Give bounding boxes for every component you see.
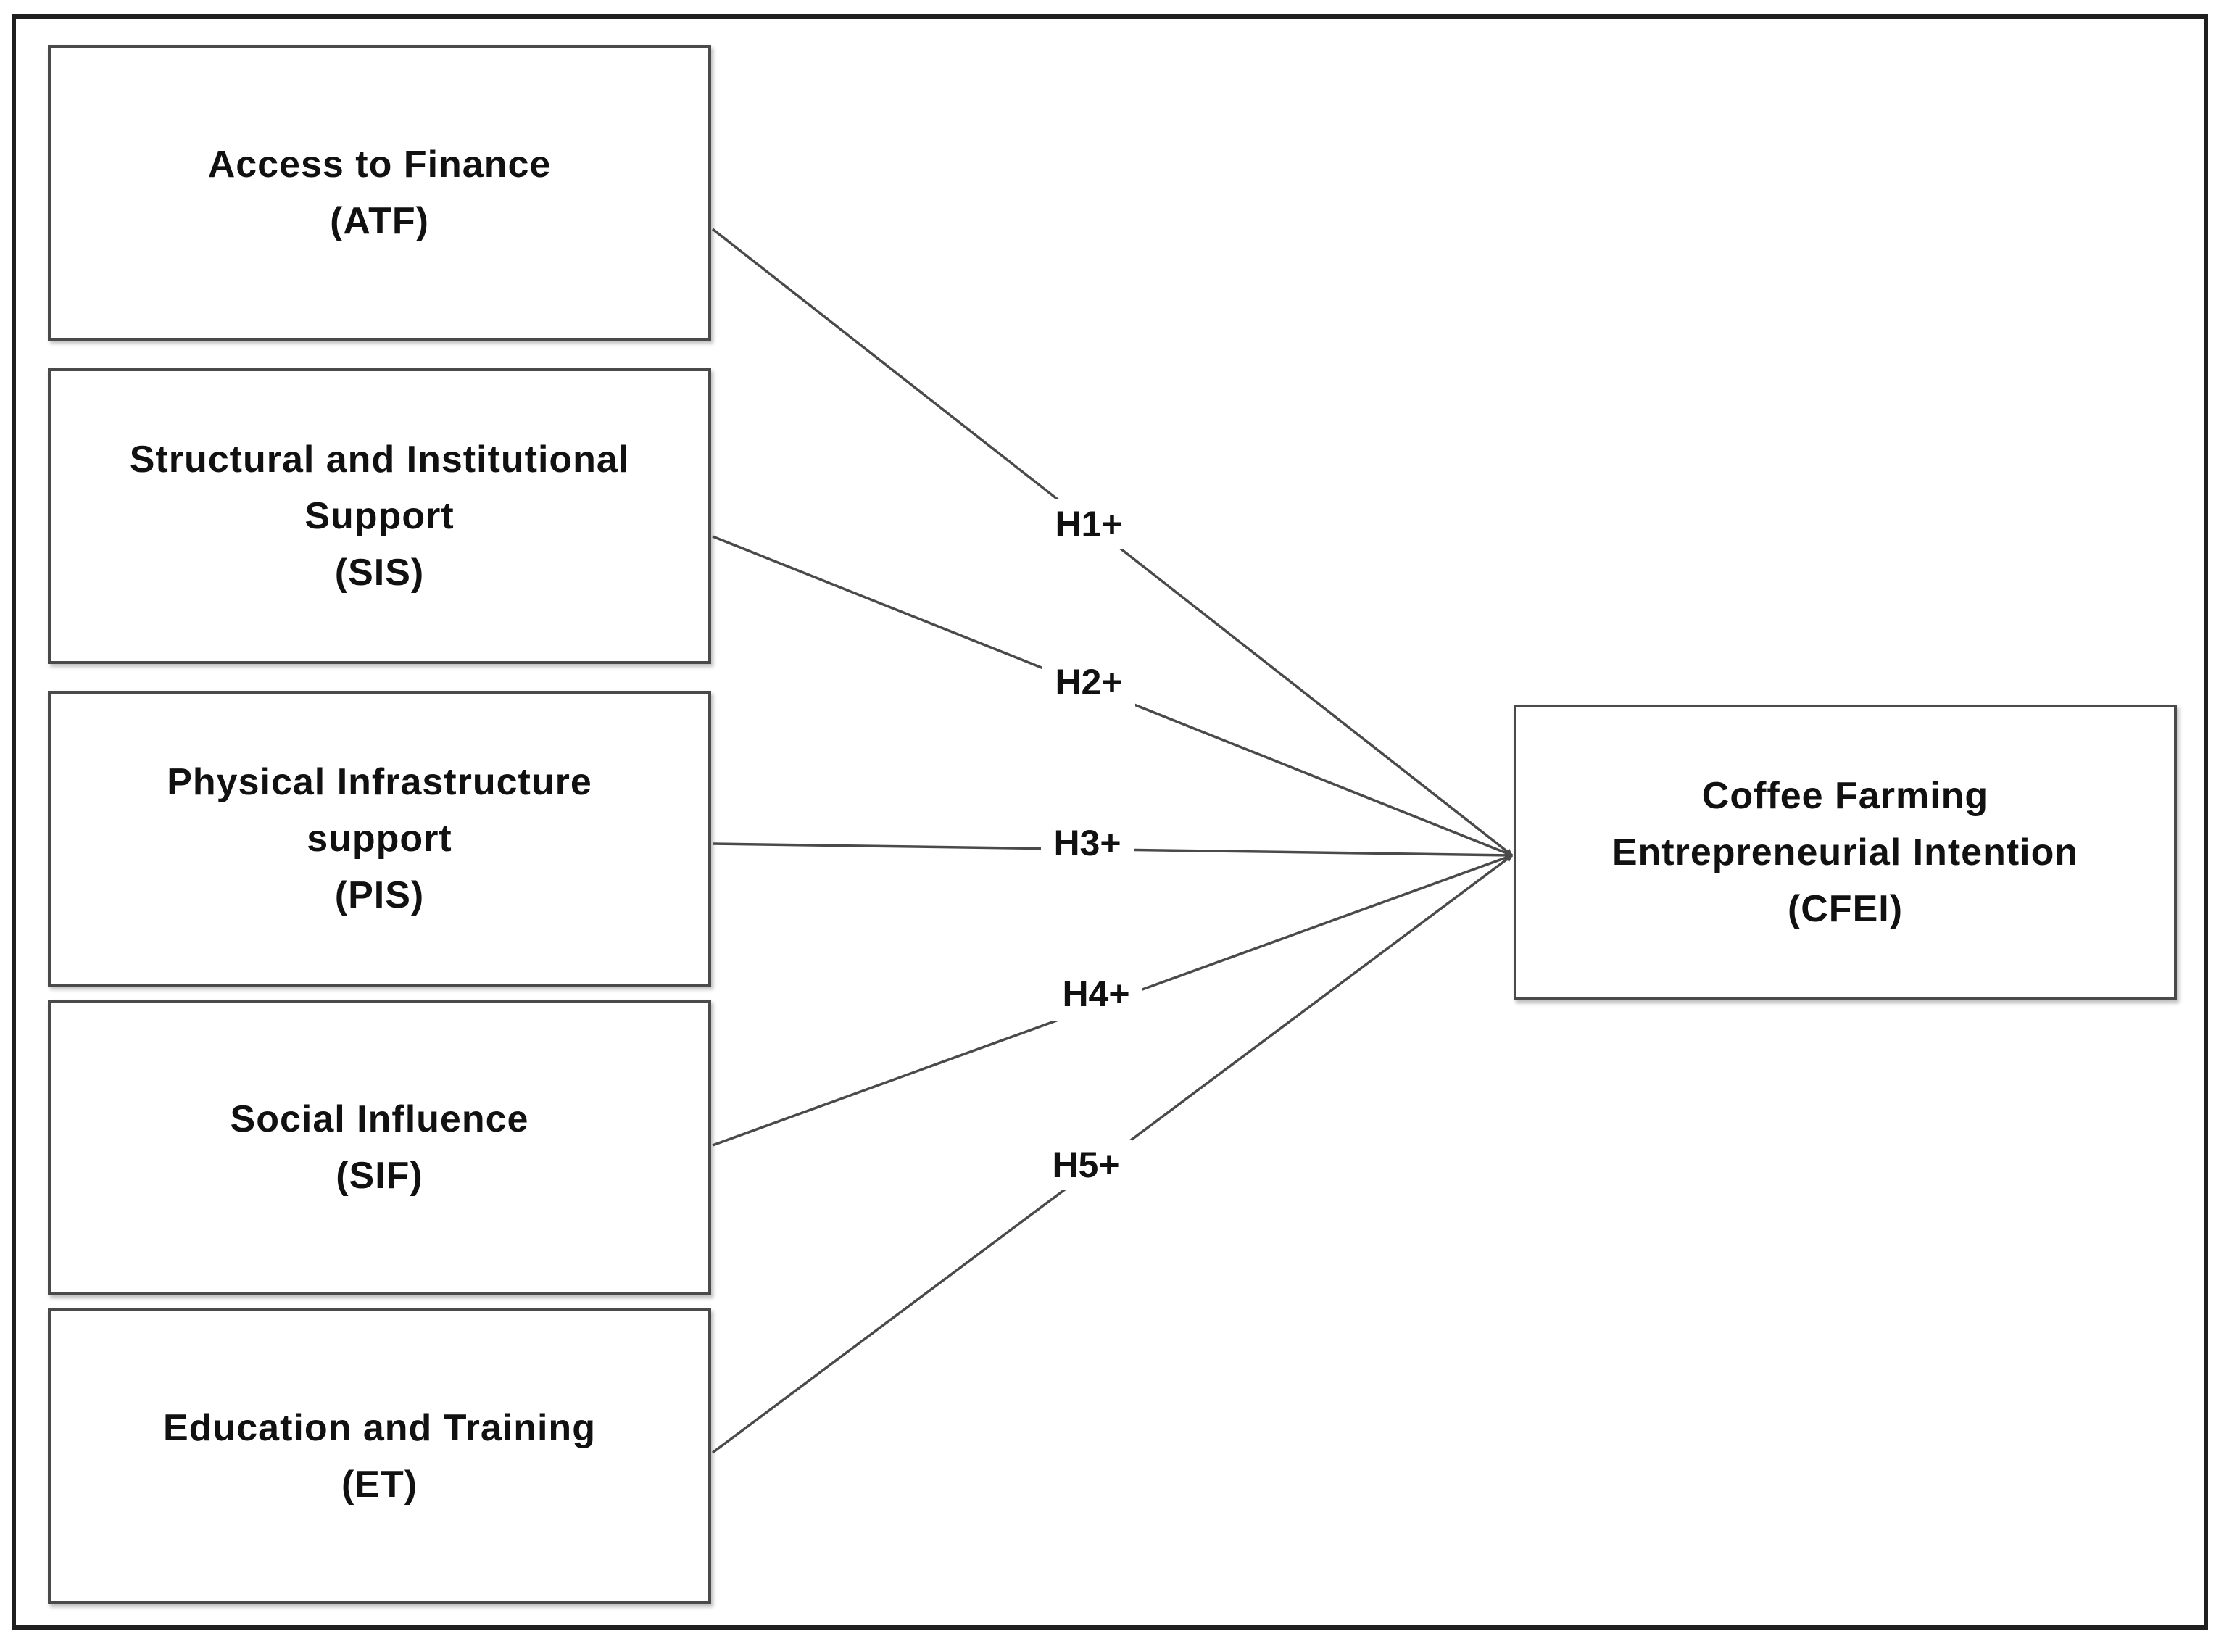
edge-h3: H3+ bbox=[712, 823, 1513, 870]
edge-h2-label-bg bbox=[1042, 658, 1135, 709]
node-sif-line-1: Social Influence bbox=[230, 1098, 529, 1140]
node-pis-line-1: Physical Infrastructure bbox=[167, 761, 592, 803]
node-atf-line-1: Access to Finance bbox=[207, 144, 552, 186]
node-et-line-2: (ET) bbox=[341, 1464, 418, 1506]
edge-h1-label: H1+ bbox=[1055, 504, 1122, 544]
node-et-line-1: Education and Training bbox=[163, 1407, 596, 1449]
edge-h5-label-bg bbox=[1040, 1140, 1132, 1190]
node-cfei-line-2: Entrepreneurial Intention bbox=[1611, 831, 2079, 873]
node-sis-line-1: Structural and Institutional bbox=[129, 439, 630, 481]
node-atf-line-2: (ATF) bbox=[330, 200, 429, 242]
node-social-influence: Social Influence (SIF) bbox=[48, 1000, 711, 1295]
node-coffee-farming-entrepreneurial-intention: Coffee Farming Entrepreneurial Intention… bbox=[1514, 705, 2177, 1000]
node-cfei-line-1: Coffee Farming bbox=[1701, 775, 1989, 817]
node-sis-line-3: (SIS) bbox=[334, 552, 425, 594]
edge-h3-label-bg bbox=[1041, 823, 1134, 870]
edge-h3-label: H3+ bbox=[1053, 823, 1121, 863]
node-sis-line-2: Support bbox=[304, 495, 455, 537]
node-pis-line-2: support bbox=[307, 818, 452, 860]
node-physical-infrastructure-support: Physical Infrastructure support (PIS) bbox=[48, 691, 711, 987]
node-access-to-finance: Access to Finance (ATF) bbox=[48, 45, 711, 341]
edge-h4: H4+ bbox=[712, 854, 1513, 1147]
node-pis-line-3: (PIS) bbox=[334, 874, 425, 916]
node-education-and-training: Education and Training (ET) bbox=[48, 1308, 711, 1604]
node-cfei-line-3: (CFEI) bbox=[1787, 888, 1904, 930]
edge-h4-label-bg bbox=[1050, 970, 1142, 1021]
node-structural-institutional-support: Structural and Institutional Support (SI… bbox=[48, 368, 711, 664]
edge-h2: H2+ bbox=[712, 535, 1513, 857]
edge-h5: H5+ bbox=[711, 854, 1514, 1454]
edge-h5-label: H5+ bbox=[1052, 1145, 1119, 1185]
edge-h4-label: H4+ bbox=[1062, 974, 1129, 1014]
edge-h1-label-bg bbox=[1042, 499, 1135, 549]
edge-h2-label: H2+ bbox=[1055, 662, 1122, 702]
edge-h1: H1+ bbox=[711, 228, 1514, 857]
node-sif-line-2: (SIF) bbox=[336, 1155, 423, 1197]
